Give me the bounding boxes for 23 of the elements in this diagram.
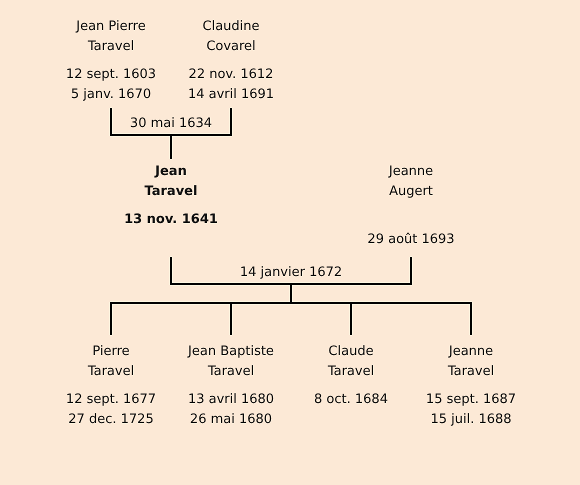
date-text: 29 août 1693: [367, 231, 455, 249]
connector-line: [170, 108, 232, 159]
date-text: 13 nov. 1641: [124, 211, 218, 229]
date-text: 26 mai 1680: [190, 411, 272, 429]
date-text: 14 avril 1691: [188, 86, 274, 104]
date-text: 12 sept. 1603: [66, 66, 156, 84]
person-name: Claude Taravel: [326, 343, 376, 381]
date-text: 27 dec. 1725: [68, 411, 154, 429]
person-name: Jean Pierre Taravel: [74, 18, 147, 56]
date-text: 13 avril 1680: [188, 391, 274, 409]
date-text: 15 juil. 1688: [430, 411, 512, 429]
person-name: Jeanne Augert: [387, 163, 434, 201]
person-name: Jean Baptiste Taravel: [186, 343, 275, 381]
date-text: 15 sept. 1687: [426, 391, 516, 409]
date-text: 12 sept. 1677: [66, 391, 156, 409]
date-text: 22 nov. 1612: [188, 66, 274, 84]
person-name: Pierre Taravel: [86, 343, 136, 381]
person-name: Jean Taravel: [144, 163, 198, 201]
date-text: 8 oct. 1684: [314, 391, 388, 409]
date-text: 5 janv. 1670: [70, 86, 152, 104]
connector-line: [290, 257, 472, 335]
person-name: Jeanne Taravel: [446, 343, 496, 381]
person-name: Claudine Covarel: [202, 18, 260, 56]
